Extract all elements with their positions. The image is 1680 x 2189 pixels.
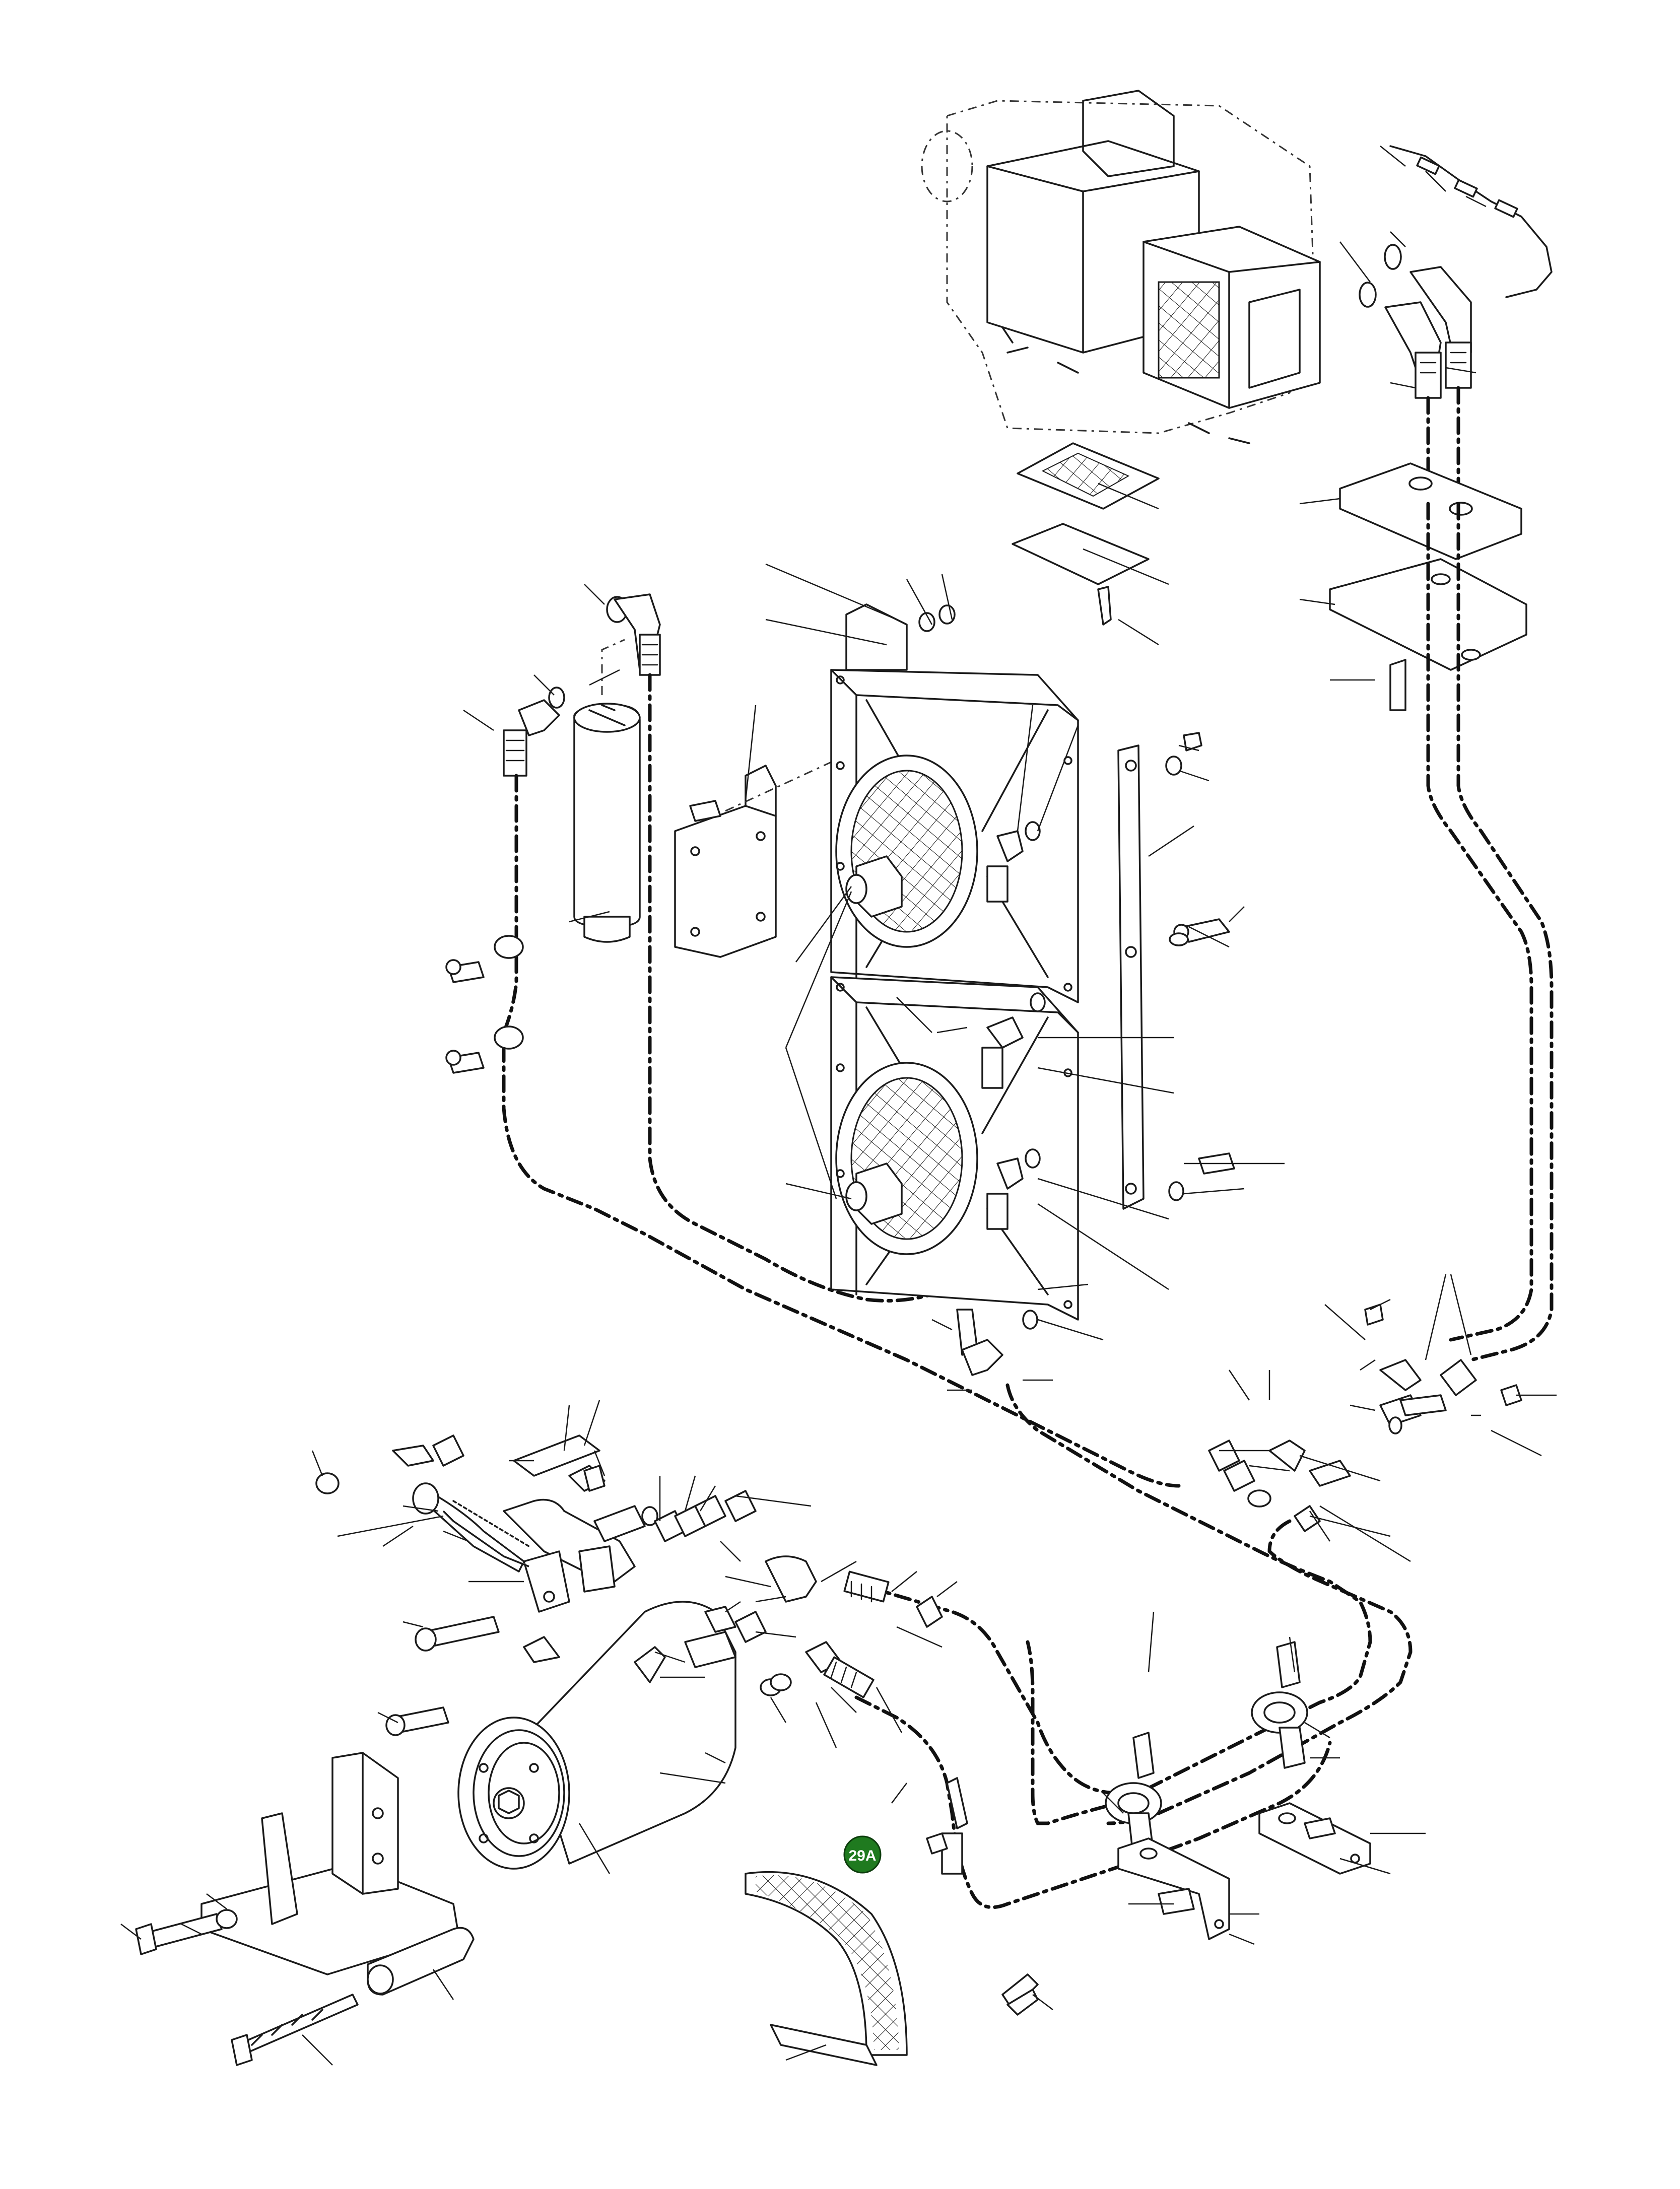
evaporator-unit bbox=[921, 90, 1321, 444]
discharge-hose-right bbox=[1456, 502, 1554, 1362]
compressor-mounting-bracket bbox=[135, 1752, 475, 2066]
hose-clamps-left bbox=[445, 935, 524, 1074]
evaporator-hose-fittings bbox=[1359, 145, 1553, 506]
lower-hose-clamps bbox=[1105, 1641, 1371, 1940]
compressor-fittings bbox=[760, 1555, 968, 1875]
drive-belt bbox=[745, 1871, 908, 2066]
leader-lines bbox=[120, 146, 1557, 2066]
filter-grille bbox=[1012, 442, 1160, 626]
belt-clip bbox=[1001, 1973, 1039, 2016]
callout-badge-label: 29A bbox=[848, 1848, 876, 1864]
drier-bracket bbox=[674, 749, 857, 958]
lower-right-connectors bbox=[1208, 1304, 1522, 1532]
condenser-bolts bbox=[918, 604, 1235, 1201]
compressor-line-hose-2 bbox=[854, 1695, 1332, 1909]
compressor-mount bbox=[315, 1434, 757, 1736]
condenser-assembly bbox=[830, 603, 1145, 1321]
lower-discharge-hose bbox=[1106, 1519, 1413, 1825]
receiver-drier bbox=[503, 593, 661, 943]
compressor-line-hose bbox=[864, 1585, 1120, 1795]
lower-suction-hose bbox=[1005, 1383, 1372, 1825]
callout-badge-29a[interactable]: 29A bbox=[843, 1835, 882, 1874]
liquid-line-hose-left bbox=[502, 774, 1181, 1488]
suction-hose-right bbox=[1426, 502, 1533, 1342]
condenser-fittings bbox=[956, 821, 1046, 1376]
compressor bbox=[457, 1601, 767, 1870]
callout-badge-circle bbox=[843, 1835, 882, 1874]
